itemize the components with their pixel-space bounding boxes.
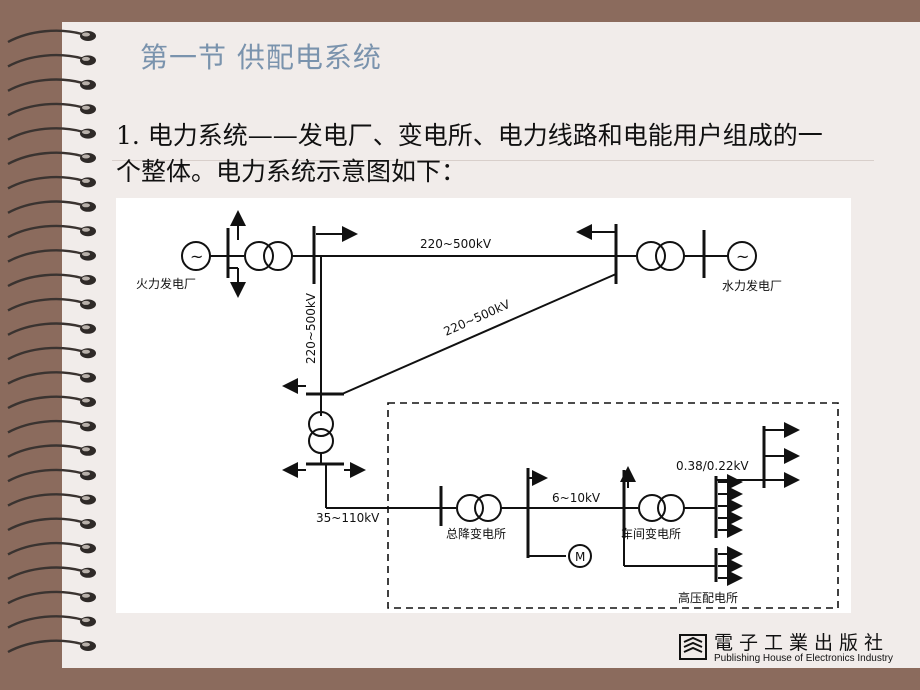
spiral-binding — [7, 29, 96, 654]
binding-ring — [7, 322, 96, 336]
label-workshop-substation: 车间变电所 — [621, 526, 681, 541]
binding-ring — [7, 566, 96, 580]
slide-title: 第一节 供配电系统 — [140, 41, 382, 74]
label-line-35: 35~110kV — [316, 511, 380, 525]
binding-ring — [7, 346, 96, 361]
binding-ring — [7, 639, 96, 654]
power-system-diagram: ~ ~ M 火力发电厂 水力发电厂 220~500kV 220~500kV 22… — [116, 198, 851, 613]
binding-ring — [7, 273, 96, 288]
binding-ring — [7, 29, 96, 44]
binding-ring — [7, 102, 96, 117]
label-line-6: 6~10kV — [552, 491, 601, 505]
binding-ring — [7, 395, 96, 410]
thermal-generator-symbol: ~ — [190, 247, 203, 266]
binding-ring — [7, 493, 96, 507]
binding-ring — [7, 541, 96, 556]
label-line-top: 220~500kV — [420, 237, 492, 251]
definition-paragraph: 1. 电力系统——发电厂、变电所、电力线路和电能用户组成的一个整体。电力系统示意… — [116, 121, 823, 186]
label-line-diag: 220~500kV — [442, 297, 513, 339]
binding-ring — [7, 517, 96, 532]
label-hydro-plant: 水力发电厂 — [722, 278, 782, 293]
binding-ring — [7, 419, 96, 434]
binding-ring — [7, 151, 96, 166]
binding-ring — [7, 53, 96, 68]
binding-ring — [7, 127, 96, 141]
binding-ring — [7, 444, 96, 458]
publisher-name-cn: 電子工業出版社 — [714, 632, 890, 654]
label-low-voltage: 0.38/0.22kV — [676, 459, 749, 473]
label-main-substation: 总降变电所 — [446, 526, 506, 541]
binding-ring — [7, 224, 96, 239]
publisher-footer: 電子工業出版社 Publishing House of Electronics … — [678, 626, 908, 666]
label-hv-distribution: 高压配电所 — [678, 590, 738, 605]
title-divider — [112, 160, 874, 161]
binding-ring — [7, 590, 96, 605]
label-line-vert: 220~500kV — [304, 292, 318, 364]
label-thermal-plant: 火力发电厂 — [136, 276, 196, 291]
binding-ring — [7, 371, 96, 385]
publisher-logo-icon — [679, 634, 707, 660]
binding-ring — [7, 615, 96, 629]
binding-ring — [7, 175, 96, 190]
binding-ring — [7, 78, 96, 92]
motor-symbol: M — [575, 550, 585, 564]
publisher-name-en: Publishing House of Electronics Industry — [714, 653, 893, 664]
hydro-generator-symbol: ~ — [736, 247, 749, 266]
binding-ring — [7, 297, 96, 312]
binding-ring — [7, 200, 96, 214]
binding-ring — [7, 468, 96, 483]
binding-ring — [7, 249, 96, 263]
hydro-generator — [727, 241, 757, 271]
